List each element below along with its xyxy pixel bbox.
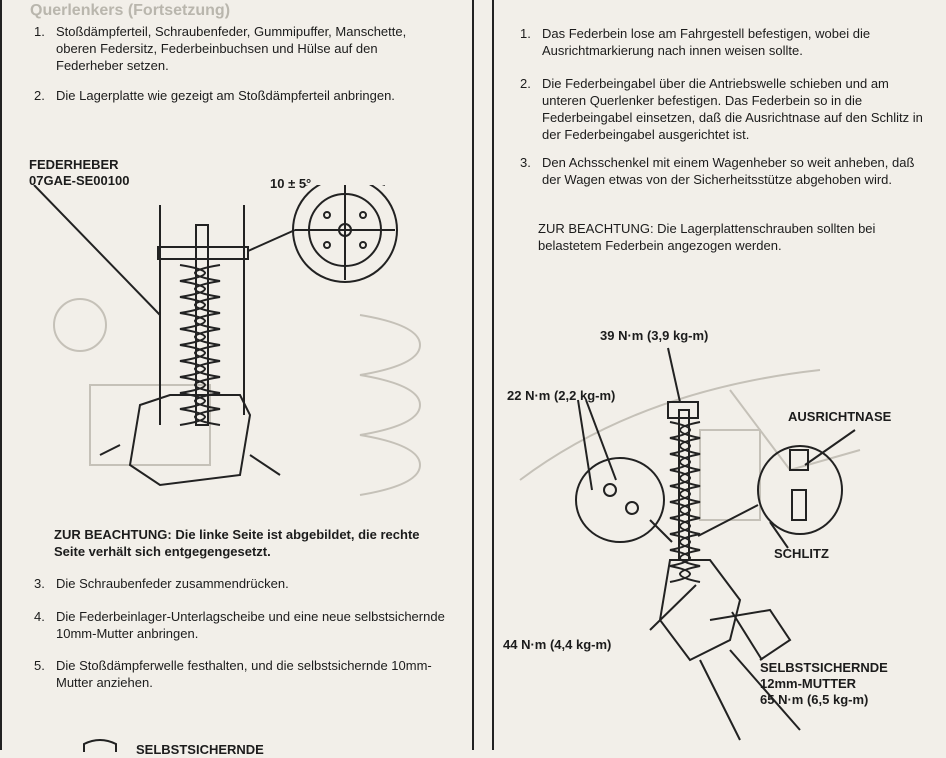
nut-label-line1: SELBSTSICHERNDE	[760, 660, 888, 675]
left-step-1: 1. Stoßdämpferteil, Schraubenfeder, Gumm…	[34, 24, 407, 73]
strut-assembly-illustration	[519, 347, 861, 741]
left-step-4: 4. Die Federbeinlager-Unterlagscheibe un…	[34, 609, 445, 641]
column-divider-left	[472, 0, 474, 750]
angle-label: 10 ± 5°	[270, 176, 312, 191]
torque-bottom-label: 44 N·m (4,4 kg-m)	[503, 637, 612, 652]
left-step-3: 3. Die Schraubenfeder zusammendrücken.	[34, 576, 289, 591]
right-step-2: 2. Die Federbeingabel über die Antriebsw…	[520, 76, 923, 142]
nut-torque-label: 65 N·m (6,5 kg-m)	[760, 692, 869, 707]
column-divider-right	[492, 0, 494, 750]
tool-label: FEDERHEBER	[29, 157, 119, 172]
nut-icon	[83, 739, 117, 752]
right-step-3: 3. Den Achsschenkel mit einem Wagenheber…	[520, 155, 915, 187]
tool-code: 07GAE-SE00100	[29, 173, 130, 188]
ausrichtnase-label: AUSRICHTNASE	[788, 409, 892, 424]
nut-label-line2: 12mm-MUTTER	[760, 676, 857, 691]
torque-top-label: 39 N·m (3,9 kg-m)	[600, 328, 709, 343]
left-note: ZUR BEACHTUNG: Die linke Seite ist abgeb…	[54, 527, 420, 559]
left-step-5: 5. Die Stoßdämpferwelle festhalten, und …	[34, 658, 432, 690]
page-header: Querlenkers (Fortsetzung)	[30, 2, 231, 19]
right-note: ZUR BEACHTUNG: Die Lagerplattenschrauben…	[538, 221, 876, 253]
right-step-1: 1. Das Federbein lose am Fahrgestell bef…	[520, 26, 871, 58]
left-step-2: 2. Die Lagerplatte wie gezeigt am Stoßdä…	[34, 88, 395, 103]
bottom-label: SELBSTSICHERNDE	[136, 742, 264, 757]
spring-compressor-illustration	[33, 185, 422, 496]
page-edge	[0, 0, 2, 750]
schlitz-label: SCHLITZ	[774, 546, 829, 561]
torque-left-label: 22 N·m (2,2 kg-m)	[507, 388, 616, 403]
